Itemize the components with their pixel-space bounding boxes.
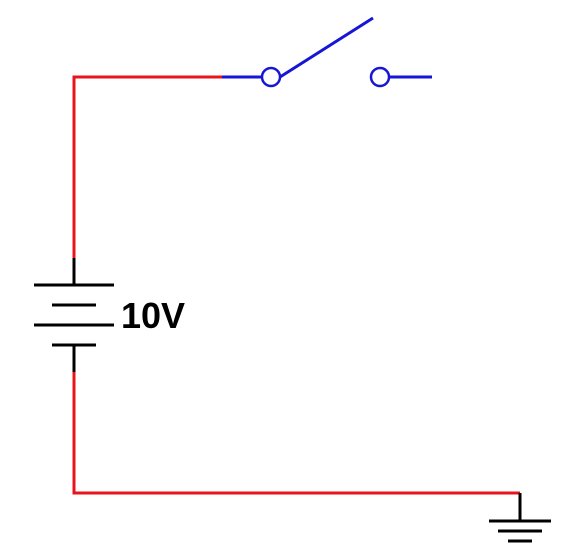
wire-top-left: [72, 75, 222, 258]
switch-blade: [279, 16, 374, 79]
switch-terminal-left: [260, 66, 282, 88]
wire-bottom: [72, 372, 520, 495]
switch-terminal-right: [369, 66, 391, 88]
battery-voltage-label: 10V: [121, 295, 185, 336]
battery-icon: [34, 258, 114, 372]
spst-switch-icon[interactable]: [222, 16, 432, 88]
ground-icon: [489, 493, 551, 543]
